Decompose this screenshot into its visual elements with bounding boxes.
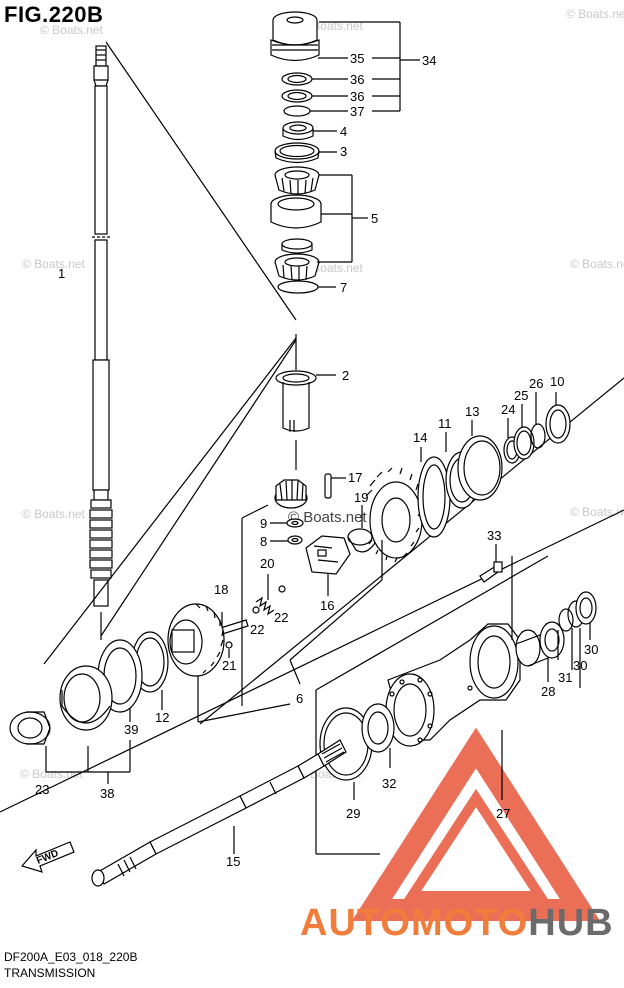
thrust-washer-13 — [457, 435, 503, 501]
brand-part1: AUTO — [300, 902, 411, 944]
callout-31: 31 — [558, 670, 572, 685]
callout-19: 19 — [354, 490, 368, 505]
propeller-shaft — [91, 739, 347, 887]
callout-28: 28 — [541, 684, 555, 699]
callout-5: 5 — [371, 211, 378, 226]
callout-3: 3 — [340, 144, 347, 159]
callout-34: 34 — [422, 53, 436, 68]
callout-24: 24 — [501, 402, 515, 417]
callout-18: 18 — [214, 582, 228, 597]
watermark: © Boats.net — [570, 505, 624, 519]
bearing-32 — [361, 703, 395, 753]
brand-part2: MOTO — [410, 902, 529, 944]
logo-triangle-icon — [351, 727, 601, 921]
callout-16: 16 — [320, 598, 334, 613]
callout-8: 8 — [260, 534, 267, 549]
callout-36b: 36 — [350, 89, 364, 104]
callout-25: 25 — [514, 388, 528, 403]
callout-17: 17 — [348, 470, 362, 485]
bearing-38 — [59, 665, 113, 731]
watermark: © Boats.net — [22, 257, 86, 271]
callout-33: 33 — [487, 528, 501, 543]
watermark: © Boats.net — [566, 7, 624, 21]
callout-23: 23 — [35, 782, 49, 797]
needle-bearing — [417, 456, 451, 538]
callout-15: 15 — [226, 854, 240, 869]
callout-14: 14 — [413, 430, 427, 445]
pinion-gear — [274, 479, 308, 509]
callout-38: 38 — [100, 786, 114, 801]
callout-6: 6 — [296, 691, 303, 706]
callout-1: 1 — [58, 266, 65, 281]
tapered-bearing-upper — [274, 166, 320, 195]
figure-name: TRANSMISSION — [4, 966, 96, 980]
callout-26: 26 — [529, 376, 543, 391]
callout-9: 9 — [260, 516, 267, 531]
brand-logo-text: AUTOMOTOHUB — [300, 902, 614, 945]
bushing-2 — [275, 370, 317, 432]
callout-29: 29 — [346, 806, 360, 821]
watermark: © Boats.net — [570, 257, 624, 271]
callout-4: 4 — [340, 124, 347, 139]
callout-30a: 30 — [584, 642, 598, 657]
brand-part3: HUB — [528, 902, 614, 944]
figure-code: DF200A_E03_018_220B — [4, 950, 138, 964]
tapered-bearing-lower — [274, 238, 320, 281]
figure-title: FIG.220B — [4, 2, 104, 27]
bearing-4 — [282, 121, 314, 141]
callout-36a: 36 — [350, 72, 364, 87]
watermark: © Boats.net — [20, 767, 84, 781]
watermark-center: © Boats.net — [288, 509, 367, 526]
watermark: © Boats.net — [40, 23, 104, 37]
bearing-sleeve — [270, 194, 322, 229]
race-3 — [274, 142, 320, 164]
watermark: © Boats.net — [22, 507, 86, 521]
bearing-28 — [515, 621, 565, 667]
fwd-arrow-icon: FWD — [20, 841, 75, 873]
callout-39: 39 — [124, 722, 138, 737]
callout-35: 35 — [350, 51, 364, 66]
drive-shaft — [89, 45, 113, 640]
callout-13: 13 — [465, 404, 479, 419]
bearing-housing — [270, 11, 320, 62]
propshaft-housing — [385, 623, 521, 747]
fwd-label: FWD — [35, 848, 60, 867]
callout-22b: 22 — [274, 610, 288, 625]
callout-21: 21 — [222, 658, 236, 673]
callout-7: 7 — [340, 280, 347, 295]
callout-32: 32 — [382, 776, 396, 791]
callout-37: 37 — [350, 104, 364, 119]
callout-22a: 22 — [250, 622, 264, 637]
clutch-dog — [305, 535, 351, 575]
race-23 — [9, 711, 51, 745]
callout-2: 2 — [342, 368, 349, 383]
bolt-33 — [479, 561, 503, 583]
callout-12: 12 — [155, 710, 169, 725]
callout-27: 27 — [496, 806, 510, 821]
spring-20 — [255, 596, 275, 616]
callout-30b: 30 — [573, 658, 587, 673]
callout-11: 11 — [438, 416, 452, 431]
callout-10: 10 — [550, 374, 564, 389]
bevel-gear-forward — [167, 603, 225, 677]
bevel-gear-reverse — [365, 467, 423, 563]
callout-20: 20 — [260, 556, 274, 571]
